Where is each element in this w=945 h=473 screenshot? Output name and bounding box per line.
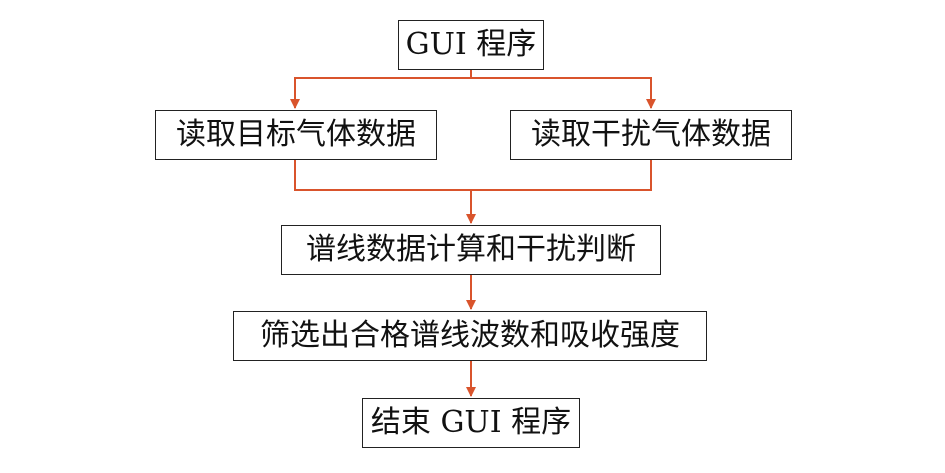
node-label: 读取目标气体数据 xyxy=(176,117,416,152)
node-label: 结束 GUI 程序 xyxy=(370,405,572,440)
node-label: 读取干扰气体数据 xyxy=(531,117,771,152)
node-line-calc: 谱线数据计算和干扰判断 xyxy=(281,225,661,275)
node-label: GUI 程序 xyxy=(405,27,537,62)
node-read-interference-gas: 读取干扰气体数据 xyxy=(510,110,792,160)
connector-merge xyxy=(294,160,652,191)
node-read-target-gas: 读取目标气体数据 xyxy=(155,110,437,160)
connector-start-split xyxy=(290,70,472,109)
node-label: 谱线数据计算和干扰判断 xyxy=(306,232,636,267)
node-gui-end: 结束 GUI 程序 xyxy=(362,398,580,448)
node-gui-start: GUI 程序 xyxy=(398,20,544,70)
node-label: 筛选出合格谱线波数和吸收强度 xyxy=(260,318,680,353)
connector-start-split-right xyxy=(471,77,656,109)
node-filter-lines: 筛选出合格谱线波数和吸收强度 xyxy=(233,311,707,361)
